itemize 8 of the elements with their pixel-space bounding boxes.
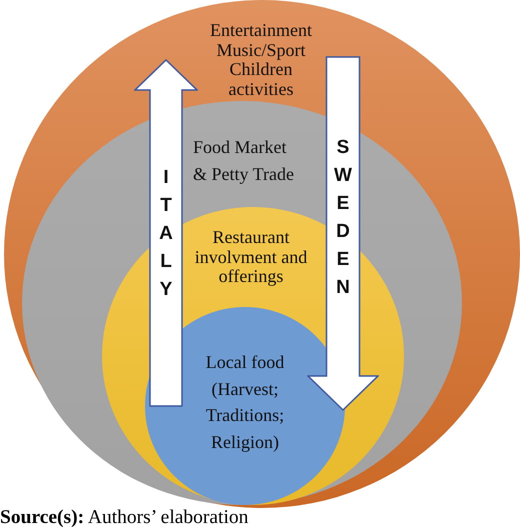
ring-label: Restaurant involvment and offerings xyxy=(194,228,308,286)
arrow-label: ITALY xyxy=(159,166,173,302)
arrow-label: SWEDEN xyxy=(334,136,352,300)
down-arrow xyxy=(307,56,379,412)
ring-label: Food Market & Petty Trade xyxy=(193,136,296,186)
ring-label: Entertainment Music/Sport Children activities xyxy=(209,21,313,99)
source-caption: Source(s): Authors’ elaboration xyxy=(0,508,248,528)
ring-label: Local food (Harvest; Traditions; Religion) xyxy=(204,351,286,454)
